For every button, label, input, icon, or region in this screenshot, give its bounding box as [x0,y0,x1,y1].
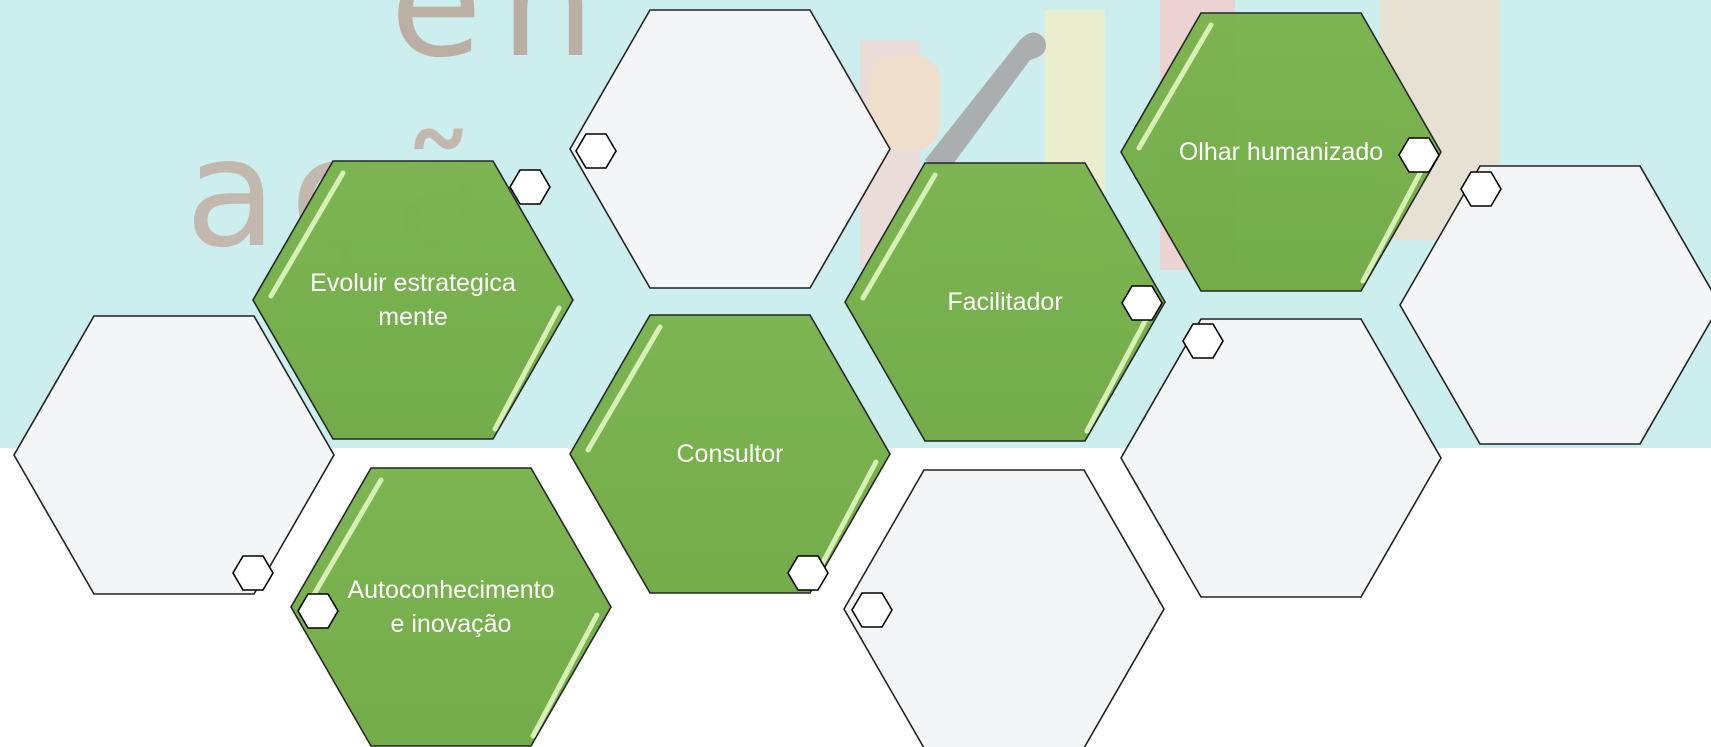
hex-cell-bottom-empty [843,469,1165,747]
hex-cell-consultor [569,314,891,594]
hex-label-autoconhecimento: Autoconhecimento e inovação [347,576,555,638]
hex-shape [13,315,335,595]
hex-label-evoluir: Evoluir estrategicamente [310,269,516,331]
hex-highlight-stroke [1360,157,1430,284]
hex-marker-icon [1460,171,1502,207]
hex-marker-icon [1398,137,1440,173]
hex-marker-icon [787,555,829,591]
hex-shape [1399,165,1711,445]
hex-cell-facilitador [844,162,1166,442]
hex-marker-icon [851,592,893,628]
hex-cell-evoluir [252,160,574,440]
hex-cell-left-empty [13,315,335,595]
hex-marker-icon [1182,323,1224,359]
hex-shape [290,467,612,747]
hex-shape [1120,12,1442,292]
hex-marker-icon [232,555,274,591]
hex-highlight-stroke [585,324,663,453]
hex-shape [569,9,891,289]
hex-cell-autoconhecimento [290,467,612,747]
hex-highlight-stroke [306,477,384,606]
hex-shape [569,314,891,594]
hex-highlight-stroke [1084,307,1154,434]
hex-cell-right-empty [1399,165,1711,445]
hex-shape [1120,318,1442,598]
hex-highlight-stroke [530,612,600,739]
hex-label-consultor: Consultor [676,440,784,468]
hex-cell-top-empty [569,9,891,289]
hex-shape [252,160,574,440]
hex-highlight-stroke [860,172,938,301]
hex-marker-icon [297,593,339,629]
hex-label-facilitador: Facilitador [947,288,1063,316]
backdrop-letter-n: n [500,0,595,91]
hex-marker-icon [509,169,551,205]
backdrop-letter-a: a [185,107,277,281]
backdrop-letter-e: e [390,0,482,91]
hex-label-olhar: Olhar humanizado [1178,138,1384,166]
hex-marker-icon [575,133,617,169]
backdrop-wrench-icon [925,32,1046,175]
hex-shape [844,162,1166,442]
hex-highlight-stroke [492,305,562,432]
backdrop-hand-shape [870,55,940,150]
hex-marker-icon [1121,285,1163,321]
hex-cell-olhar [1120,12,1442,292]
hex-cell-mid-empty [1120,318,1442,598]
hex-highlight-stroke [268,170,346,299]
hex-shape [843,469,1165,747]
hex-highlight-stroke [1136,22,1214,151]
